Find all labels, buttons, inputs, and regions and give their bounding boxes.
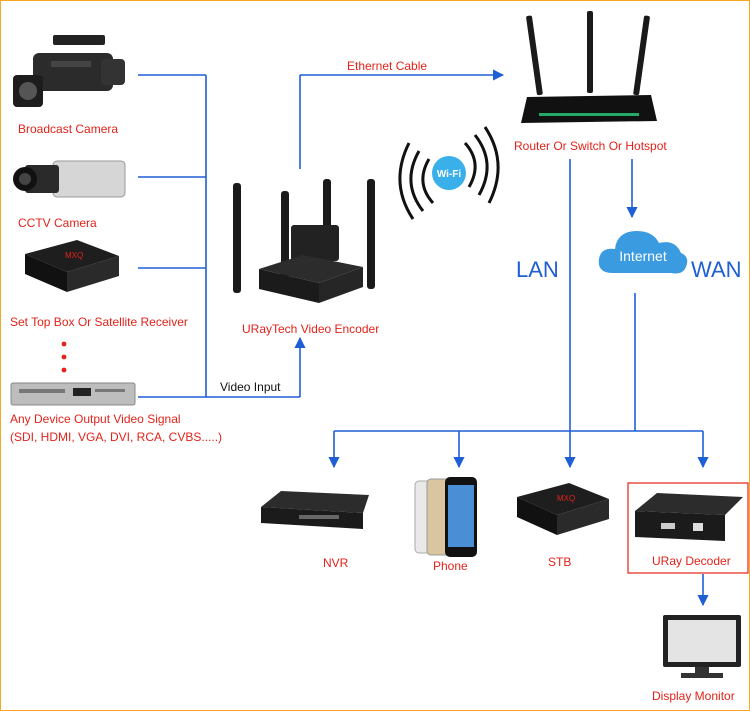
svg-text:MXQ: MXQ — [65, 251, 83, 260]
decoder-frame — [627, 482, 749, 574]
encoder-icon — [233, 179, 375, 303]
encoder-label: URayTech Video Encoder — [242, 322, 380, 336]
stb-icon: MXQ — [517, 483, 609, 535]
internet-label: Internet — [619, 248, 667, 264]
any-device-label-line2: (SDI, HDMI, VGA, DVI, RCA, CVBS.....) — [10, 430, 223, 444]
decoder-icon — [635, 493, 743, 541]
broadcast-camera-icon — [13, 35, 125, 107]
stb-label: STB — [548, 555, 572, 569]
wan-label: WAN — [691, 257, 742, 282]
set-top-box-icon: MXQ — [25, 240, 119, 292]
nvr-icon — [261, 491, 369, 529]
more-devices-dots — [61, 341, 67, 373]
any-device-label-line1: Any Device Output Video Signal — [10, 412, 181, 426]
phone-label: Phone — [433, 559, 468, 573]
cloud-icon: Internet — [598, 231, 688, 274]
ethernet-cable-label: Ethernet Cable — [347, 59, 428, 73]
nvr-label: NVR — [323, 556, 349, 570]
decoder-label: URay Decoder — [652, 554, 731, 568]
router-icon — [521, 11, 657, 123]
phone-icon — [414, 477, 477, 557]
dvd-player-icon — [10, 382, 136, 406]
monitor-label: Display Monitor — [652, 689, 735, 703]
wifi-label: Wi-Fi — [437, 169, 462, 180]
wifi-icon: Wi-Fi — [398, 126, 500, 220]
cctv-camera-icon — [13, 160, 126, 198]
set-top-box-label: Set Top Box Or Satellite Receiver — [10, 315, 188, 329]
svg-text:MXQ: MXQ — [557, 494, 575, 503]
monitor-icon — [663, 615, 741, 678]
cctv-camera-label: CCTV Camera — [18, 216, 97, 230]
video-input-label: Video Input — [220, 380, 281, 394]
broadcast-camera-label: Broadcast Camera — [18, 122, 119, 136]
lan-label: LAN — [516, 257, 559, 282]
router-label: Router Or Switch Or Hotspot — [514, 139, 667, 153]
